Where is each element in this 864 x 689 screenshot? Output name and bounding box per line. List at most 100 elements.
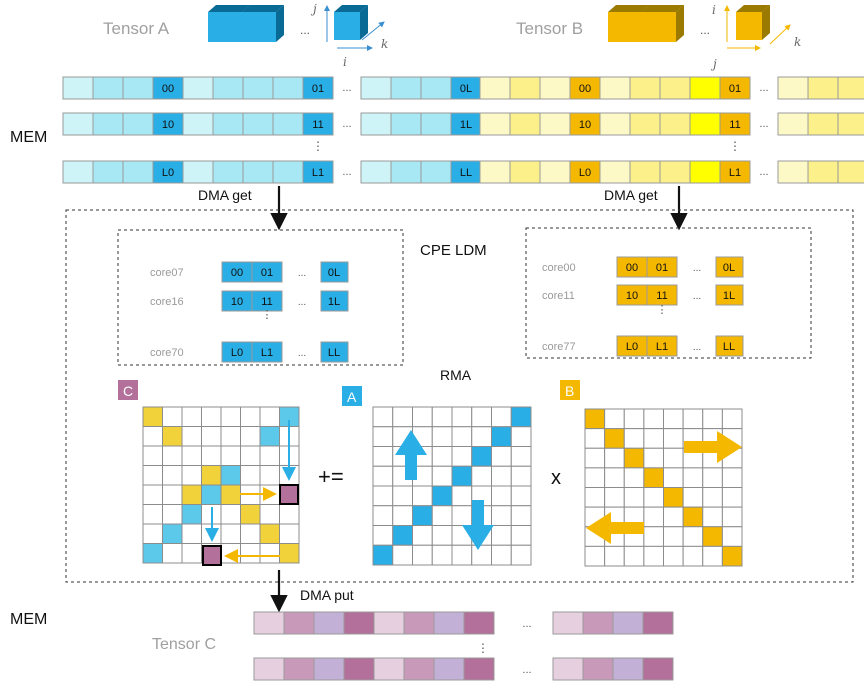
tensor-c-mem-cell	[552, 657, 584, 681]
tensor-c-mem-cell	[403, 611, 435, 635]
tensor_a-mem-cell	[182, 76, 214, 100]
ldm-cell	[251, 341, 283, 363]
grid-cell	[702, 506, 723, 528]
badge-a-box	[342, 386, 362, 406]
grid-cell	[721, 467, 743, 488]
grid-cell	[372, 426, 394, 447]
badge-b: B	[565, 383, 574, 399]
grid-cell	[721, 506, 743, 528]
grid-cell	[372, 505, 394, 526]
tensor_b-mem-label: 10	[579, 119, 591, 131]
grid-cell	[431, 465, 453, 487]
mem-label-top: MEM	[10, 129, 47, 146]
grid-cell	[721, 408, 743, 430]
dma-get-right-label: DMA get	[604, 187, 658, 203]
grid-cell	[471, 446, 492, 467]
matrix-a-up-arrow	[395, 430, 427, 480]
grid-cell	[240, 406, 261, 427]
tensor_a-mem-cell	[62, 160, 94, 184]
ldm-ellipsis: ...	[693, 263, 701, 274]
tensor_a-mem-cell	[420, 160, 452, 184]
grid-cell	[510, 544, 532, 566]
tensor_b-mem-cell	[599, 76, 631, 100]
tensor-c-memory-rows: ......⋮	[253, 611, 674, 681]
grid-cell	[604, 487, 625, 508]
tensor_a-mem-cell	[390, 112, 422, 136]
grid-cell	[471, 465, 492, 487]
tensor-c-mem-cell	[253, 657, 285, 681]
tensor_a-mem-label: 10	[162, 119, 174, 131]
tensor_a-mem-cell	[212, 76, 244, 100]
grid-cell	[643, 447, 664, 469]
grid-cell	[451, 406, 473, 428]
grid-cell	[721, 487, 743, 508]
grid-cell	[682, 408, 704, 430]
tensor_b-mem-cell	[719, 112, 751, 136]
tensor-c-mem-cell	[552, 611, 584, 635]
tensor_b-mem-cell	[689, 160, 721, 184]
tensor_a-mem-cell	[92, 112, 124, 136]
ldm-ellipsis: ...	[693, 291, 701, 302]
tensor_a-mem-cell	[212, 112, 244, 136]
tensor-c-mem-cell	[463, 611, 495, 635]
grid-cell	[142, 543, 163, 564]
tensor_b-mem-label: L0	[579, 167, 591, 179]
ldm-cell-label: 01	[261, 267, 273, 279]
grid-cell	[643, 545, 664, 567]
tensor_b-mem-cell	[539, 112, 571, 136]
grid-cell	[240, 543, 261, 564]
ldm-cell-label: 1L	[328, 296, 340, 308]
grid-cell	[510, 465, 532, 487]
ldm-cell-label: LL	[723, 341, 735, 353]
badge-c-box	[118, 380, 138, 400]
ldm-ellipsis: ...	[693, 342, 701, 353]
tensor-a-cube-single	[334, 5, 368, 40]
grid-cell	[604, 447, 625, 469]
tensor_a-mem-ellipsis: ...	[342, 118, 351, 130]
core-label: core70	[150, 347, 184, 359]
tensor_a-mem-cell	[242, 76, 274, 100]
grid-cell	[220, 523, 241, 544]
tensor-b-cube-single	[736, 5, 770, 40]
grid-cell	[702, 408, 723, 430]
tensor_b-mem-cell	[777, 112, 809, 136]
grid-cell	[702, 487, 723, 508]
ldm-cell	[251, 261, 283, 283]
tensor_a-mem-cell	[420, 112, 452, 136]
tensor_a-mem-vellipsis: ⋮	[312, 139, 324, 153]
grid-cell	[412, 485, 433, 507]
tensor_b-mem-cell	[509, 76, 541, 100]
grid-cell	[279, 523, 300, 544]
tensor_a-mem-cell	[92, 76, 124, 100]
tensor-c-mem-cell	[373, 611, 405, 635]
core-label: core16	[150, 296, 184, 308]
tensor-b-title: Tensor B	[516, 19, 583, 38]
tensor_a-mem-ellipsis: ...	[342, 82, 351, 94]
grid-cell	[604, 467, 625, 488]
core-label: core11	[542, 290, 575, 302]
tensor-c-mem-cell	[343, 611, 375, 635]
tensor-c-mem-cell	[253, 611, 285, 635]
tensor_b-mem-ellipsis: ...	[759, 166, 768, 178]
grid-cell	[142, 484, 163, 505]
tensor-c-mem-cell	[433, 611, 465, 635]
grid-cell	[259, 465, 280, 486]
matrix-c-update-arrows	[205, 420, 296, 563]
ldm-cell	[715, 284, 744, 306]
tensor_a-mem-cell	[302, 112, 334, 136]
grid-cell	[663, 526, 684, 547]
grid-cell	[142, 465, 163, 486]
grid-cell	[604, 545, 625, 567]
ldm-cell-label: L0	[231, 347, 243, 359]
tensor_b-mem-cell	[659, 112, 691, 136]
matrix-b-right-arrow	[684, 431, 742, 463]
tensor_a-mem-cell	[390, 160, 422, 184]
grid-cell	[491, 525, 512, 546]
grid-cell	[663, 467, 684, 488]
tensor-c-mem-vellipsis: ⋮	[477, 641, 489, 655]
grid-cell	[240, 523, 261, 544]
ldm-vellipsis: ⋮	[262, 309, 273, 321]
tensor_a-mem-label: 00	[162, 83, 174, 95]
